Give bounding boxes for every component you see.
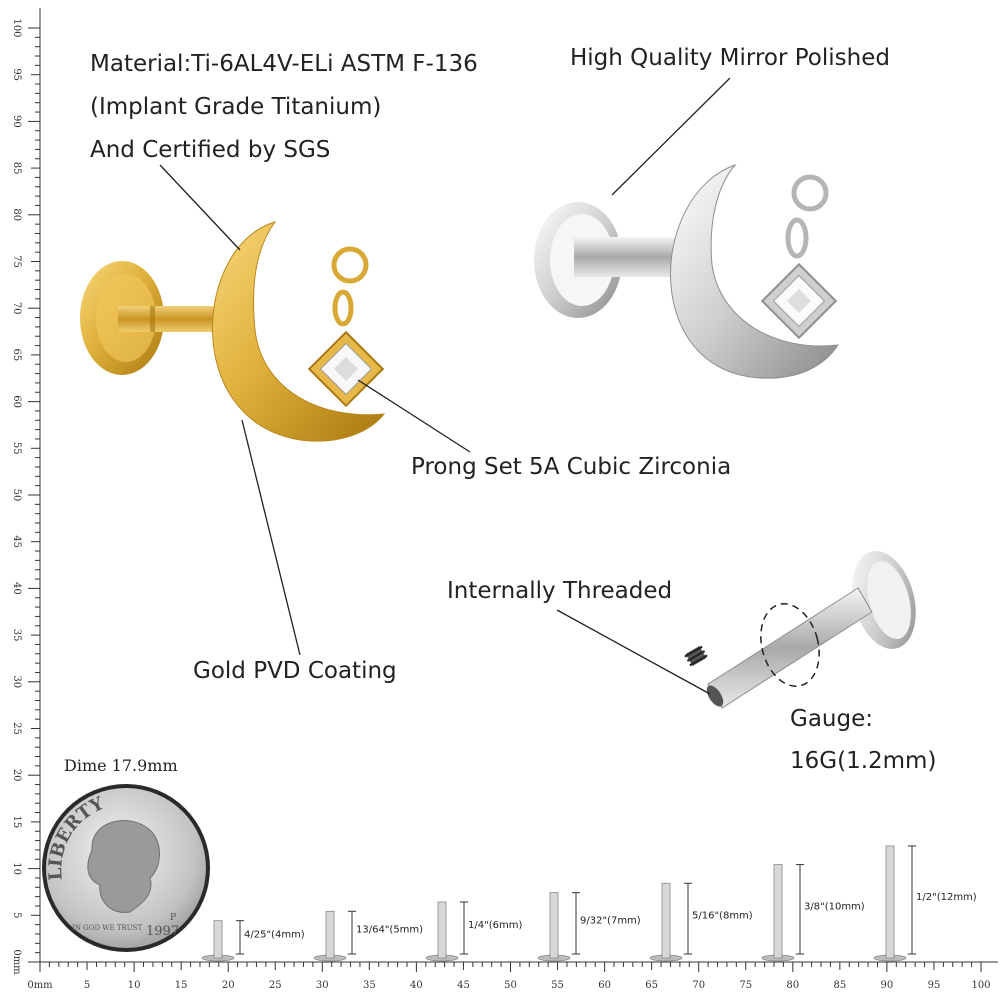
left-ruler-label: 75 bbox=[11, 255, 22, 268]
screw-thread-icon bbox=[684, 645, 708, 667]
threaded-post bbox=[684, 551, 916, 709]
left-ruler-label: 85 bbox=[11, 162, 22, 175]
size-post: 1/2"(12mm) bbox=[873, 845, 977, 962]
left-ruler-label: 65 bbox=[11, 349, 22, 362]
gauge-label-line1: Gauge: bbox=[790, 706, 873, 732]
bottom-ruler-label: 60 bbox=[598, 980, 611, 991]
bottom-ruler-label: 95 bbox=[928, 980, 941, 991]
size-label: 1/4"(6mm) bbox=[468, 920, 522, 931]
left-ruler-label: 30 bbox=[11, 675, 22, 688]
bottom-ruler-label: 20 bbox=[222, 980, 235, 991]
zirconia-label: Prong Set 5A Cubic Zirconia bbox=[411, 454, 732, 480]
material-label-line1: Material:Ti-6AL4V-ELi ASTM F-136 bbox=[90, 51, 478, 77]
bottom-ruler-label: 5 bbox=[84, 980, 90, 991]
gauge-label-line2: 16G(1.2mm) bbox=[790, 748, 937, 774]
bottom-ruler-label: 65 bbox=[645, 980, 658, 991]
bottom-ruler-label: 100 bbox=[971, 980, 990, 991]
left-ruler-label: 20 bbox=[11, 769, 22, 782]
left-ruler-label: 90 bbox=[11, 115, 22, 128]
left-ruler-label: 55 bbox=[11, 442, 22, 455]
bottom-ruler-label: 75 bbox=[739, 980, 752, 991]
size-post: 1/4"(6mm) bbox=[425, 901, 522, 962]
dime-motto-text: IN GOD WE TRUST bbox=[72, 924, 142, 932]
size-post: 4/25"(4mm) bbox=[201, 920, 305, 962]
polish-label: High Quality Mirror Polished bbox=[570, 45, 890, 71]
bottom-ruler-label: 0mm bbox=[27, 980, 53, 991]
left-ruler: 0mm 5 10 15 20 25 30 35 40 45 50 55 60 65 70 75 80 85 90 95… bbox=[11, 8, 41, 975]
bottom-ruler-label: 30 bbox=[316, 980, 329, 991]
size-post: 13/64"(5mm) bbox=[313, 910, 423, 962]
size-post: 5/16"(8mm) bbox=[649, 882, 753, 962]
size-label: 1/2"(12mm) bbox=[916, 892, 977, 903]
bottom-ruler-label: 80 bbox=[786, 980, 799, 991]
left-ruler-label: 100 bbox=[11, 18, 22, 37]
dime-year-text: 1997 bbox=[146, 924, 179, 939]
size-post: 3/8"(10mm) bbox=[761, 864, 865, 962]
size-chart: 4/25"(4mm) 13/64"(5mm) 1/4"(6mm) 9/32"(7mm)… bbox=[201, 845, 977, 962]
size-label: 9/32"(7mm) bbox=[580, 915, 641, 926]
left-ruler-label: 80 bbox=[11, 208, 22, 221]
bottom-ruler-label: 25 bbox=[269, 980, 282, 991]
bottom-ruler: 0mm 5 10 15 20 25 30 35 40 45 50 55 60 65 70 75 80 85 90 95… bbox=[27, 961, 998, 991]
bottom-ruler-label: 70 bbox=[692, 980, 705, 991]
silver-moon-piercing bbox=[534, 163, 839, 379]
bottom-ruler-label: 50 bbox=[504, 980, 517, 991]
left-ruler-label: 45 bbox=[11, 535, 22, 548]
bottom-ruler-label: 15 bbox=[175, 980, 188, 991]
left-ruler-label: 95 bbox=[11, 68, 22, 81]
bottom-ruler-label: 45 bbox=[457, 980, 470, 991]
dime-mint-mark: P bbox=[170, 913, 176, 923]
left-ruler-label: 70 bbox=[11, 302, 22, 315]
left-ruler-label: 40 bbox=[11, 582, 22, 595]
left-ruler-label: 5 bbox=[11, 912, 22, 918]
bottom-ruler-label: 35 bbox=[363, 980, 376, 991]
bottom-ruler-label: 90 bbox=[881, 980, 894, 991]
material-label-line2: (Implant Grade Titanium) bbox=[90, 94, 382, 120]
threaded-label: Internally Threaded bbox=[447, 578, 673, 604]
size-label: 5/16"(8mm) bbox=[692, 911, 753, 922]
left-ruler-label: 10 bbox=[11, 862, 22, 875]
size-label: 3/8"(10mm) bbox=[804, 901, 865, 912]
size-label: 13/64"(5mm) bbox=[356, 925, 423, 936]
bottom-ruler-label: 55 bbox=[551, 980, 564, 991]
left-ruler-label: 15 bbox=[11, 816, 22, 829]
callout-lines bbox=[159, 77, 731, 695]
bottom-ruler-label: 10 bbox=[128, 980, 141, 991]
left-ruler-label: 25 bbox=[11, 722, 22, 735]
left-ruler-label: 50 bbox=[11, 489, 22, 502]
left-ruler-label: 35 bbox=[11, 629, 22, 642]
size-post: 9/32"(7mm) bbox=[537, 892, 641, 962]
size-label: 4/25"(4mm) bbox=[244, 929, 305, 940]
dime-label: Dime 17.9mm bbox=[64, 756, 178, 775]
dime-coin: LIBERTY IN GOD WE TRUST 1997 P bbox=[42, 784, 210, 952]
bottom-ruler-label: 85 bbox=[833, 980, 846, 991]
bottom-ruler-label: 40 bbox=[410, 980, 423, 991]
gold-coating-label: Gold PVD Coating bbox=[193, 658, 397, 684]
left-ruler-label: 60 bbox=[11, 395, 22, 408]
gold-moon-piercing bbox=[80, 221, 386, 442]
material-label-line3: And Certified by SGS bbox=[90, 137, 331, 163]
left-ruler-label: 0mm bbox=[11, 949, 22, 975]
